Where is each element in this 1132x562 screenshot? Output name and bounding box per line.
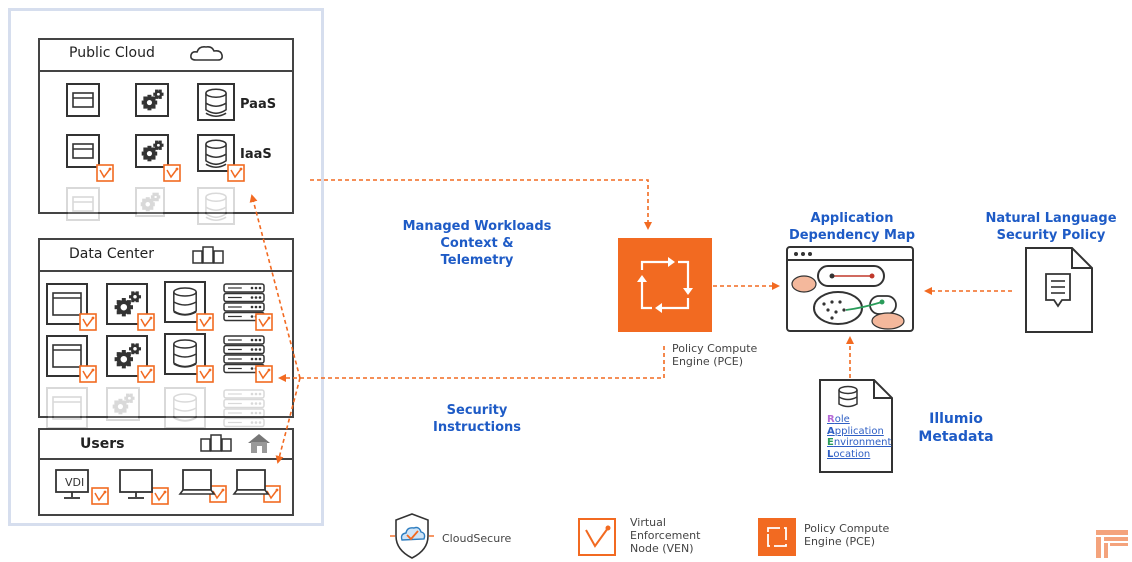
cloud-icon <box>190 46 223 61</box>
service-gears-icon <box>106 283 148 325</box>
metadata-line: Location <box>827 448 871 460</box>
illumio-metadata-label: Illumio Metadata <box>918 411 994 445</box>
service-gears-icon <box>135 83 169 117</box>
service-gears-icon <box>106 387 140 421</box>
pce-caption: Policy Compute Engine (PCE) <box>672 342 758 368</box>
pce-legend-icon <box>758 518 796 556</box>
service-gears-icon <box>106 335 148 377</box>
cloudsecure-shield-icon <box>390 513 434 559</box>
security-instructions-label: Security Instructions <box>432 403 521 435</box>
pce-node <box>618 238 712 332</box>
app-window-icon <box>46 283 88 325</box>
service-gears-icon <box>135 134 169 168</box>
ven-badge-icon <box>79 313 97 331</box>
users-title: Users <box>80 436 125 452</box>
app-window-icon <box>66 134 100 168</box>
monitor-icon <box>55 469 89 499</box>
public-cloud-divider <box>38 70 294 72</box>
building-icon <box>200 434 232 452</box>
app-dependency-map-title: Application Dependency Map <box>788 211 916 243</box>
server-rack-icon <box>223 389 265 428</box>
metadata-line: Role <box>827 414 850 425</box>
instructions-arrow <box>278 346 665 382</box>
database-icon <box>197 134 235 172</box>
infrastructure-panel <box>8 8 324 526</box>
data-center-title: Data Center <box>69 246 154 262</box>
policy-document-icon <box>1025 247 1093 333</box>
ven-badge-icon <box>151 487 169 505</box>
managed-workloads-label: Managed Workloads Context & Telemetry <box>402 219 552 268</box>
paas-label: PaaS <box>240 97 277 112</box>
app-dependency-map-window <box>786 246 914 332</box>
natural-language-policy-title: Natural Language Security Policy <box>985 211 1117 243</box>
instructions-to-users-arrow <box>275 377 301 464</box>
app-window-icon <box>66 187 100 221</box>
metadata-document-icon <box>819 379 893 473</box>
database-icon <box>164 333 206 375</box>
building-icon <box>192 246 224 264</box>
metadata-line: Environment <box>827 437 892 448</box>
laptop-icon <box>232 469 270 495</box>
ven-badge-icon <box>137 313 155 331</box>
pce-cycle-icon <box>637 257 693 313</box>
ven-badge-icon <box>196 365 214 383</box>
app-window-icon <box>66 83 100 117</box>
database-icon <box>197 83 235 121</box>
telemetry-arrow <box>310 179 652 230</box>
server-rack-icon <box>223 335 265 374</box>
public-cloud-zone <box>38 38 294 214</box>
illumio-logo-mark <box>1096 530 1128 558</box>
ven-badge-icon <box>163 164 181 182</box>
vdi-label: VDI <box>65 476 85 489</box>
ven-badge-icon <box>227 164 245 182</box>
legend-cloudsecure-label: CloudSecure <box>442 532 512 545</box>
database-icon <box>197 187 235 225</box>
data-center-divider <box>38 270 294 272</box>
ven-badge-icon <box>137 365 155 383</box>
users-divider <box>38 458 294 460</box>
legend-ven-label: Virtual Enforcement Node (VEN) <box>630 516 701 555</box>
iaas-label: IaaS <box>240 147 272 162</box>
ven-badge-icon <box>255 313 273 331</box>
ven-badge-icon <box>196 313 214 331</box>
ven-badge-icon <box>79 365 97 383</box>
ven-badge-icon <box>91 487 109 505</box>
ven-badge-icon <box>96 164 114 182</box>
monitor-icon <box>119 469 153 499</box>
ven-legend-icon <box>578 518 616 556</box>
database-icon <box>164 387 206 429</box>
metadata-line: Application <box>827 425 884 437</box>
legend-pce-label: Policy Compute Engine (PCE) <box>804 522 890 548</box>
ven-badge-icon <box>255 365 273 383</box>
public-cloud-title: Public Cloud <box>69 45 155 61</box>
service-gears-icon <box>135 187 165 217</box>
laptop-icon <box>178 469 216 495</box>
app-window-icon <box>46 387 88 429</box>
instructions-to-cloud-arrow <box>249 194 301 379</box>
home-icon <box>248 434 270 453</box>
server-rack-icon <box>223 283 265 322</box>
